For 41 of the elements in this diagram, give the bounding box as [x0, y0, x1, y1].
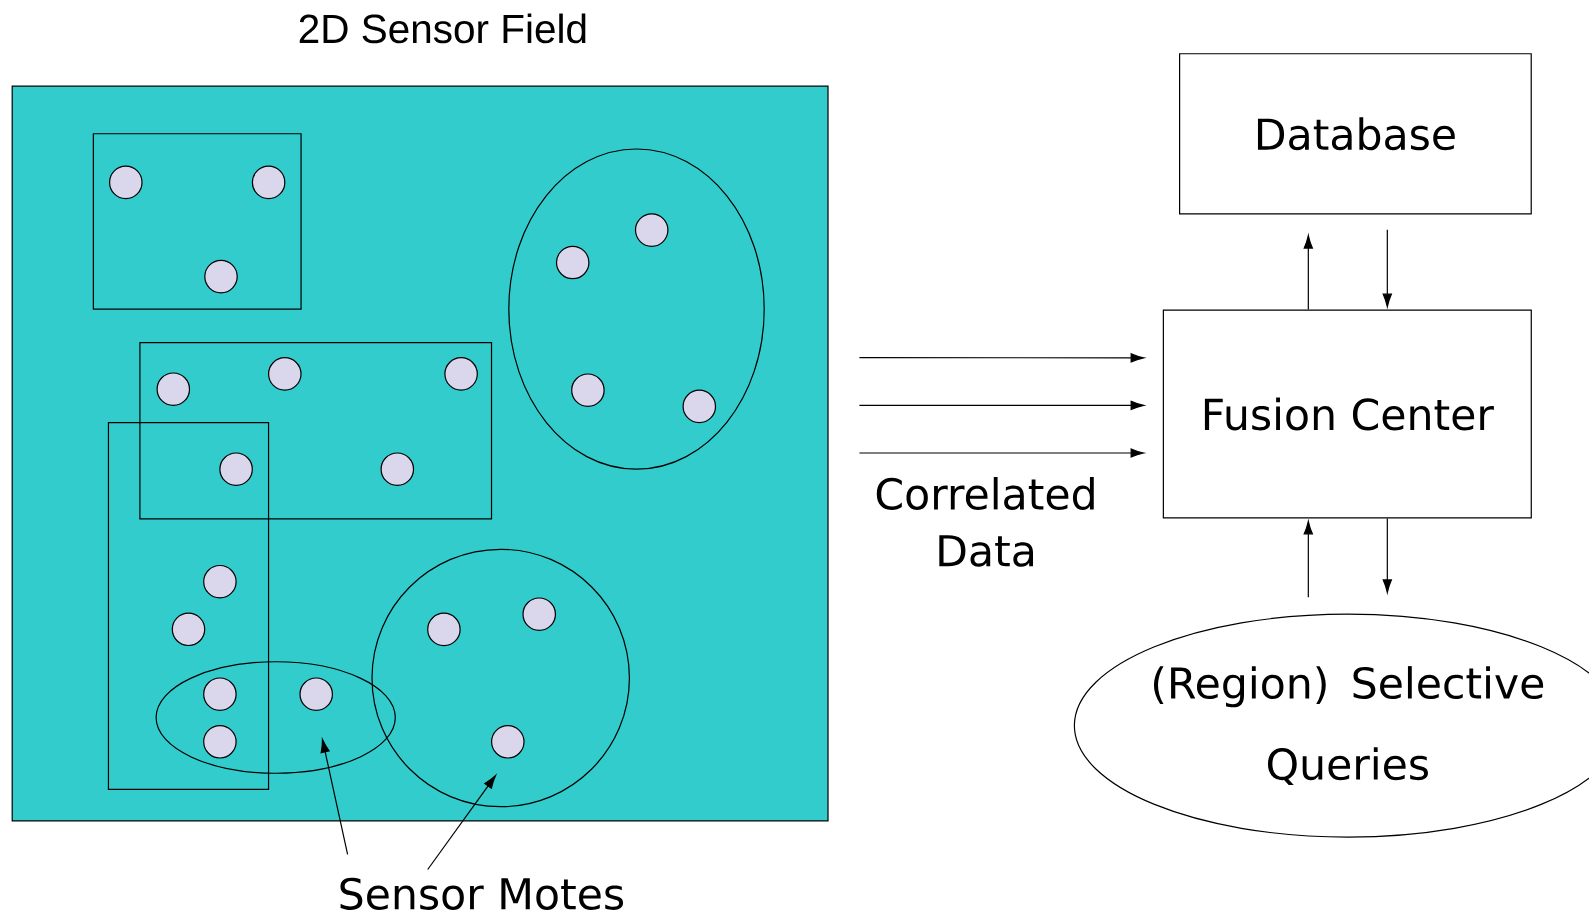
arrow	[1382, 517, 1392, 593]
text-label: Correlated Data	[876, 477, 1094, 567]
sensor-mote	[571, 373, 605, 407]
sensor-mote	[219, 452, 253, 486]
region-box	[107, 422, 270, 790]
database-box: Database	[1179, 53, 1532, 215]
callout-text: Sensor Motes	[340, 877, 624, 910]
sensor-mote	[156, 372, 191, 406]
sensor-mote	[109, 165, 143, 200]
sensor-mote	[371, 548, 630, 808]
sensor-mote	[203, 564, 237, 599]
sensor-mote	[203, 677, 237, 711]
sensor-mote	[204, 259, 238, 294]
sensor-mote	[634, 213, 669, 247]
region-box	[139, 341, 493, 520]
node-label: 2D Sensor Field	[299, 13, 586, 44]
sensor-mote	[251, 165, 286, 200]
region-ellipse	[508, 148, 765, 470]
arrow	[858, 448, 1145, 458]
arrow	[1382, 229, 1392, 308]
leader-line	[320, 738, 349, 855]
arrow	[858, 353, 1145, 363]
sensor-field: 2D Sensor Field	[11, 13, 829, 822]
sensor-mote	[268, 357, 302, 391]
sensor-mote	[682, 389, 717, 424]
sensor-mote	[171, 612, 206, 647]
arrow	[858, 400, 1145, 411]
arrow	[1303, 235, 1313, 311]
arrow	[1303, 520, 1313, 598]
sensor-mote	[203, 725, 237, 759]
process-box: Fusion Center	[1162, 309, 1532, 519]
sensor-mote	[444, 357, 478, 391]
sensor-mote	[555, 245, 590, 280]
sensor-mote	[427, 612, 461, 647]
sensor-mote	[522, 597, 556, 631]
region-ellipse	[155, 661, 396, 774]
sensor-mote	[380, 452, 415, 486]
region-box	[92, 133, 302, 310]
sensor-mote	[491, 725, 525, 759]
sensor-mote	[299, 677, 333, 711]
leader-line	[427, 775, 497, 871]
